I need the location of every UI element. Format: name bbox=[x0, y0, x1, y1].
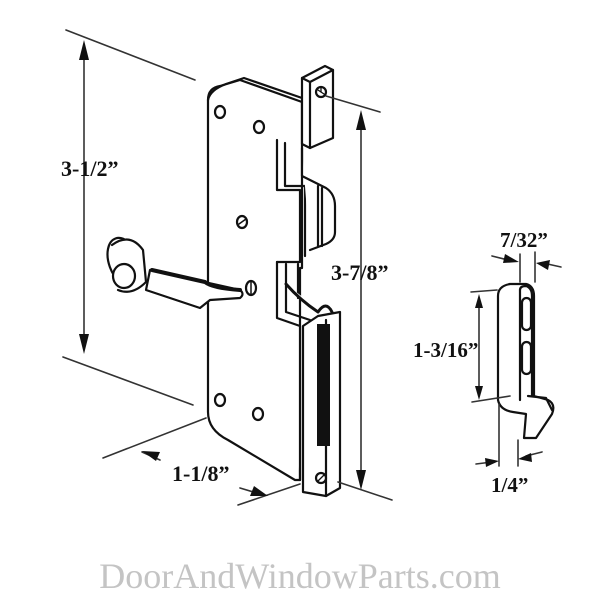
label-keeper-width-top: 7/32” bbox=[500, 228, 548, 252]
dimension-overall-height bbox=[62, 29, 196, 406]
watermark-text: DoorAndWindowParts.com bbox=[99, 556, 501, 596]
dimension-keeper-width-bottom bbox=[475, 403, 543, 467]
keeper bbox=[496, 282, 555, 440]
label-overall-height: 3-1/2” bbox=[61, 156, 119, 181]
label-keeper-width-bottom: 1/4” bbox=[491, 473, 529, 497]
dimension-keeper-height bbox=[470, 289, 511, 403]
lock-body bbox=[206, 76, 304, 482]
label-keeper-height: 1-3/16” bbox=[413, 338, 479, 362]
label-faceplate-height: 3-7/8” bbox=[331, 260, 389, 285]
label-depth: 1-1/8” bbox=[172, 461, 230, 486]
dimension-depth bbox=[102, 417, 301, 506]
dimension-faceplate-height bbox=[325, 95, 393, 501]
lock-lever bbox=[106, 236, 244, 310]
lock-faceplate bbox=[275, 64, 342, 498]
dimension-keeper-width-top bbox=[491, 251, 562, 283]
